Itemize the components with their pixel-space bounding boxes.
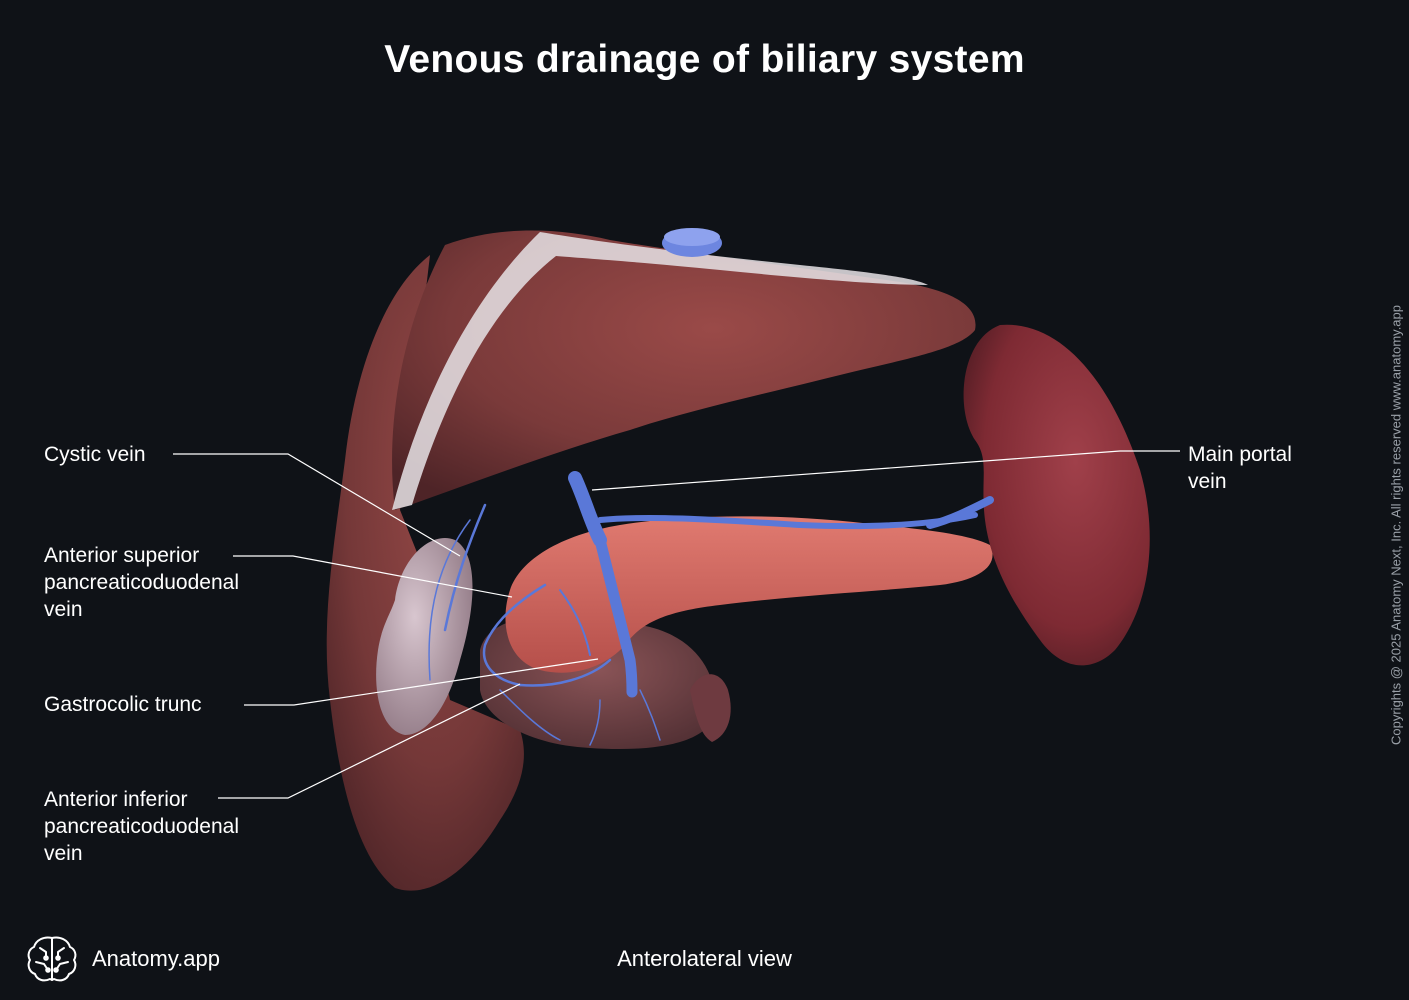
leader-lines [173, 450, 1180, 799]
label-cystic-vein-line-1: Cystic vein [44, 443, 146, 466]
leader-ant-inf-pd-vein [218, 683, 521, 799]
ivc-lumen [664, 228, 720, 246]
brain-icon [27, 936, 77, 982]
view-label: Anterolateral view [617, 946, 792, 971]
label-aip-line-1: Anterior inferior [44, 788, 188, 811]
label-gastrocolic-trunc: Gastrocolic trunc [44, 691, 202, 718]
leader-gastrocolic-trunc [244, 658, 599, 706]
brand-name: Anatomy.app [92, 946, 221, 971]
leader-ant-sup-pd-vein [233, 555, 513, 598]
copyright-notice: Copyrights @ 2025 Anatomy Next, Inc. All… [1388, 305, 1404, 745]
jejunum [690, 674, 731, 742]
pancreas [505, 516, 993, 673]
leader-main-portal-vein [591, 450, 1180, 491]
label-aip-line-3: vein [44, 842, 83, 865]
label-cystic-vein: Cystic vein [44, 441, 146, 468]
label-asp-line-1: Anterior superior [44, 544, 200, 567]
brand-logo[interactable]: Anatomy.app [26, 934, 220, 984]
leader-cystic-vein [173, 453, 461, 557]
label-main-portal-vein-line-2: vein [1188, 470, 1227, 493]
label-gastrocolic-trunc-line-1: Gastrocolic trunc [44, 693, 202, 716]
label-asp-line-2: pancreaticoduodenal [44, 571, 239, 594]
label-main-portal-vein-line-1: Main portal [1188, 443, 1292, 466]
gallbladder [376, 538, 473, 735]
liver-right-lobe [326, 255, 524, 891]
liver [392, 230, 976, 510]
portal-venous-system [428, 471, 994, 746]
label-anterior-inferior-pancreaticoduodenal-vein: Anterior inferior pancreaticoduodenal ve… [44, 786, 239, 867]
spleen [963, 324, 1150, 666]
label-aip-line-2: pancreaticoduodenal [44, 815, 239, 838]
page-title: Venous drainage of biliary system [384, 38, 1025, 81]
label-asp-line-3: vein [44, 598, 83, 621]
label-main-portal-vein: Main portal vein [1188, 441, 1292, 495]
label-anterior-superior-pancreaticoduodenal-vein: Anterior superior pancreaticoduodenal ve… [44, 542, 239, 623]
